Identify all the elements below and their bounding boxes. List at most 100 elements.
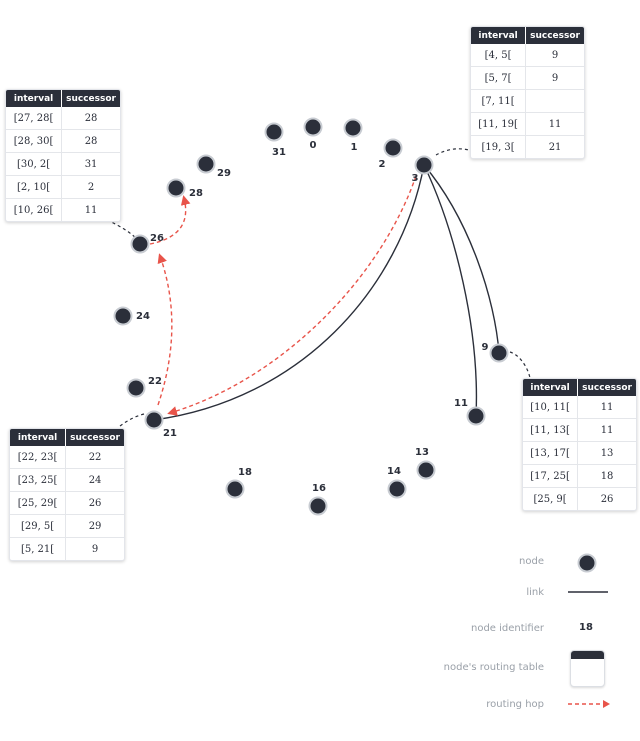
table-row: [13, 17[13 — [523, 441, 636, 465]
node-label-21: 21 — [163, 428, 177, 439]
interval-header: interval — [10, 429, 67, 446]
successor-cell: 29 — [65, 514, 124, 538]
successor-cell: 22 — [65, 446, 124, 469]
successor-cell: 28 — [61, 129, 120, 153]
table-connector-9 — [509, 351, 531, 379]
table-row: [23, 25[24 — [10, 468, 124, 492]
interval-cell: [4, 5[ — [471, 44, 527, 67]
links-layer — [153, 164, 500, 421]
successor-header: successor — [65, 429, 124, 446]
link-3-11 — [423, 164, 478, 417]
node-16[interactable] — [308, 496, 328, 516]
node-label-9: 9 — [482, 342, 489, 353]
table-row: [5, 21[9 — [10, 537, 124, 560]
interval-cell: [17, 25[ — [523, 464, 579, 488]
legend-routing-table-label: node's routing table — [443, 662, 544, 673]
node-label-18: 18 — [238, 467, 252, 478]
interval-cell: [5, 21[ — [10, 537, 67, 560]
table-row: [25, 9[ 26 — [523, 487, 636, 510]
interval-cell: [7, 11[ — [471, 89, 527, 113]
node-label-14: 14 — [387, 466, 401, 477]
table-connector-26 — [106, 219, 139, 241]
node-label-22: 22 — [148, 376, 162, 387]
nodes-layer — [113, 117, 509, 516]
node-26[interactable] — [130, 234, 150, 254]
legend-link-line — [568, 591, 608, 593]
table-row: [5, 7[9 — [471, 66, 584, 90]
node-22[interactable] — [126, 378, 146, 398]
interval-cell: [25, 29[ — [10, 491, 67, 515]
interval-cell: [27, 28[ — [6, 107, 63, 130]
node-31[interactable] — [264, 122, 284, 142]
successor-cell: 9 — [525, 44, 584, 67]
link-3-9 — [423, 164, 500, 354]
successor-cell: 13 — [577, 441, 636, 465]
table-row: [4, 5[9 — [471, 44, 584, 67]
table-connector-3 — [435, 148, 470, 156]
interval-header: interval — [523, 379, 579, 396]
node-28[interactable] — [166, 178, 186, 198]
interval-cell: [22, 23[ — [10, 446, 67, 469]
table-connectors — [106, 148, 531, 427]
interval-cell: [10, 26[ — [6, 198, 63, 221]
table-row: [7, 11[ — [471, 89, 584, 113]
node-9[interactable] — [489, 343, 509, 363]
successor-cell: 26 — [600, 493, 614, 505]
legend-node-icon — [577, 553, 597, 573]
table-row: [11, 19[11 — [471, 112, 584, 136]
node-label-24: 24 — [136, 311, 150, 322]
legend-routing-table-icon — [570, 650, 605, 687]
node-label-29: 29 — [217, 168, 231, 179]
successor-cell: 21 — [548, 141, 562, 153]
routing-hop-21-26 — [157, 253, 173, 406]
interval-cell: [30, 2[ — [6, 152, 63, 176]
successor-cell — [525, 89, 584, 113]
routing-hop-3-21 — [167, 175, 417, 416]
legend-routing-hop-arrow — [568, 700, 610, 708]
table-row: [11, 13[11 — [523, 418, 636, 442]
interval-cell: [11, 13[ — [523, 418, 579, 442]
node-24[interactable] — [113, 306, 133, 326]
node-1[interactable] — [343, 118, 363, 138]
successor-header: successor — [577, 379, 636, 396]
node-18[interactable] — [225, 479, 245, 499]
successor-cell: 26 — [65, 491, 124, 515]
node-label-26: 26 — [150, 233, 164, 244]
interval-cell: [28, 30[ — [6, 129, 63, 153]
node-label-28: 28 — [189, 188, 203, 199]
legend-node-identifier-label: node identifier — [470, 623, 544, 634]
routing-hop-26-28 — [149, 195, 191, 245]
node-11[interactable] — [466, 406, 486, 426]
legend-node-identifier-example: 18 — [579, 622, 593, 633]
interval-cell: [29, 5[ — [10, 514, 67, 538]
table-row: [17, 25[18 — [523, 464, 636, 488]
table-row: [10, 11[11 — [523, 396, 636, 419]
table-row: [2, 10[2 — [6, 175, 120, 199]
node-label-11: 11 — [454, 398, 468, 409]
node-14[interactable] — [387, 479, 407, 499]
node-2[interactable] — [383, 138, 403, 158]
node-29[interactable] — [196, 154, 216, 174]
legend-link-label: link — [526, 587, 544, 598]
node-21[interactable] — [144, 410, 164, 430]
table-row: [10, 26[11 — [6, 198, 120, 221]
table-row: [22, 23[22 — [10, 446, 124, 469]
successor-header: successor — [61, 90, 120, 107]
legend-routing-hop-label: routing hop — [486, 699, 544, 710]
node-3[interactable] — [414, 155, 434, 175]
successor-cell: 28 — [61, 107, 120, 130]
table-row: [27, 28[28 — [6, 107, 120, 130]
successor-cell: 11 — [577, 396, 636, 419]
node-label-2: 2 — [379, 159, 386, 170]
successor-cell: 11 — [525, 112, 584, 136]
legend-node-label: node — [519, 556, 544, 567]
interval-cell: [25, 9[ — [523, 487, 579, 510]
node-13[interactable] — [416, 460, 436, 480]
node-0[interactable] — [303, 117, 323, 137]
